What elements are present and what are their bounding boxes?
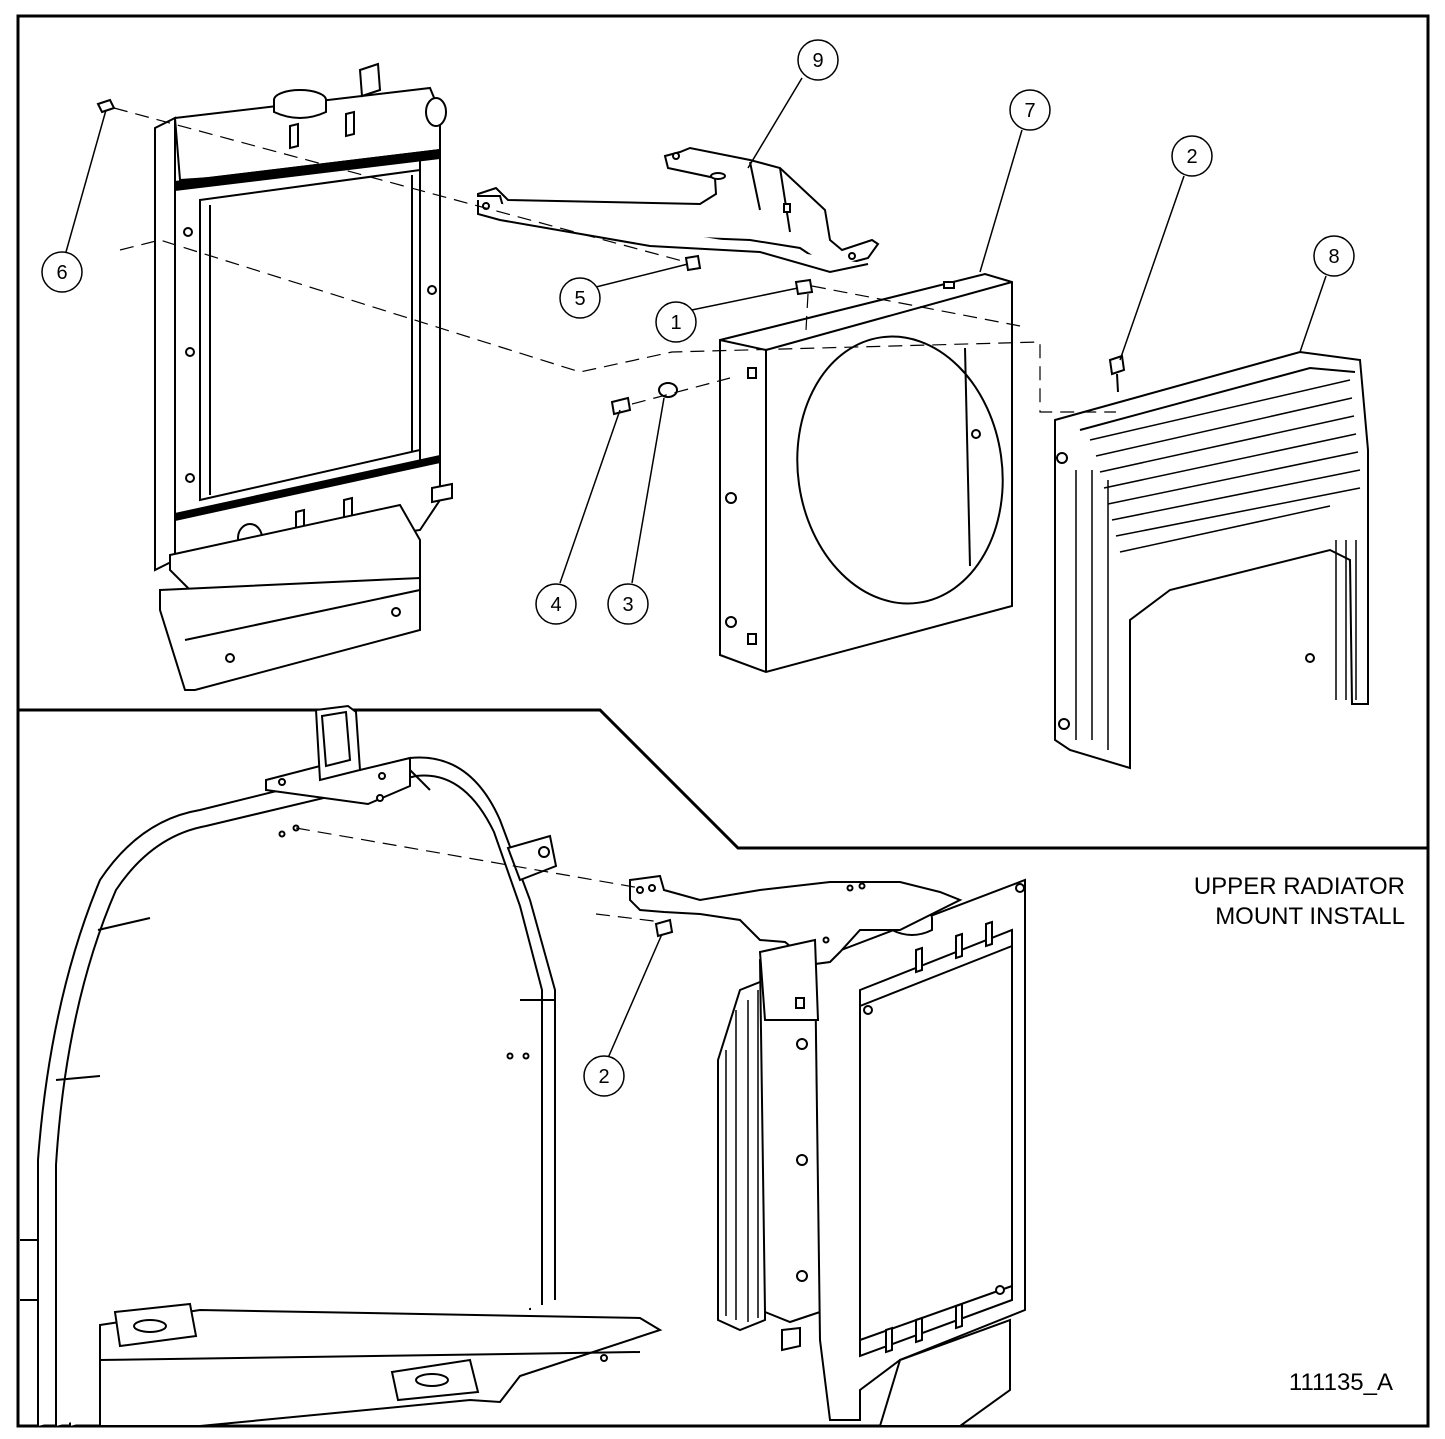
upper-mount-bracket bbox=[477, 146, 880, 274]
callout-7: 7 bbox=[1009, 89, 1051, 131]
leader-line-2-bottom bbox=[607, 933, 663, 1059]
explode-lines-bottom bbox=[295, 827, 663, 923]
bolt-item-2-top bbox=[1108, 354, 1126, 376]
callout-1: 1 bbox=[655, 301, 697, 343]
leader-lines bbox=[65, 77, 1327, 584]
callout-2-top: 2 bbox=[1171, 135, 1213, 177]
title-line-2: MOUNT INSTALL bbox=[1215, 903, 1405, 930]
washer-item-3 bbox=[658, 382, 678, 398]
callout-2-top-label: 2 bbox=[1186, 146, 1197, 168]
callout-6-label: 6 bbox=[56, 262, 67, 284]
callout-2-bottom-label: 2 bbox=[598, 1066, 609, 1088]
callout-5: 5 bbox=[559, 277, 601, 319]
nut-item-5 bbox=[684, 254, 702, 272]
explode-lines bbox=[113, 107, 1116, 413]
fan-shroud bbox=[719, 272, 1013, 674]
callout-9: 9 bbox=[797, 39, 839, 81]
panel-divider bbox=[18, 708, 1428, 850]
guard-slots bbox=[1075, 379, 1361, 750]
bolt-item-2-bottom bbox=[654, 918, 674, 938]
callout-8-label: 8 bbox=[1328, 246, 1339, 268]
installed-upper-bracket bbox=[629, 874, 963, 1021]
callout-4: 4 bbox=[535, 583, 577, 625]
callout-9-label: 9 bbox=[812, 50, 823, 72]
callout-5-label: 5 bbox=[574, 288, 585, 310]
callout-2-bottom: 2 bbox=[583, 1055, 625, 1097]
frame-assembly bbox=[20, 704, 663, 1427]
callout-8: 8 bbox=[1313, 235, 1355, 277]
callout-6: 6 bbox=[41, 251, 83, 293]
diagram-title: UPPER RADIATOR MOUNT INSTALL bbox=[1045, 872, 1405, 932]
callout-3-label: 3 bbox=[622, 594, 633, 616]
fasteners-top bbox=[96, 98, 1126, 416]
bolt-item-4 bbox=[610, 396, 632, 416]
callout-1-label: 1 bbox=[670, 312, 681, 334]
callout-3: 3 bbox=[607, 583, 649, 625]
title-line-1: UPPER RADIATOR bbox=[1193, 873, 1405, 900]
radiator-guard bbox=[1054, 350, 1369, 770]
bolt-item-1 bbox=[794, 278, 814, 296]
drawing-number: 111135_A bbox=[1288, 1369, 1393, 1396]
outer-border bbox=[16, 14, 1430, 1428]
callout-4-label: 4 bbox=[550, 594, 561, 616]
radiator-assembly bbox=[154, 62, 453, 691]
callout-7-label: 7 bbox=[1024, 100, 1035, 122]
